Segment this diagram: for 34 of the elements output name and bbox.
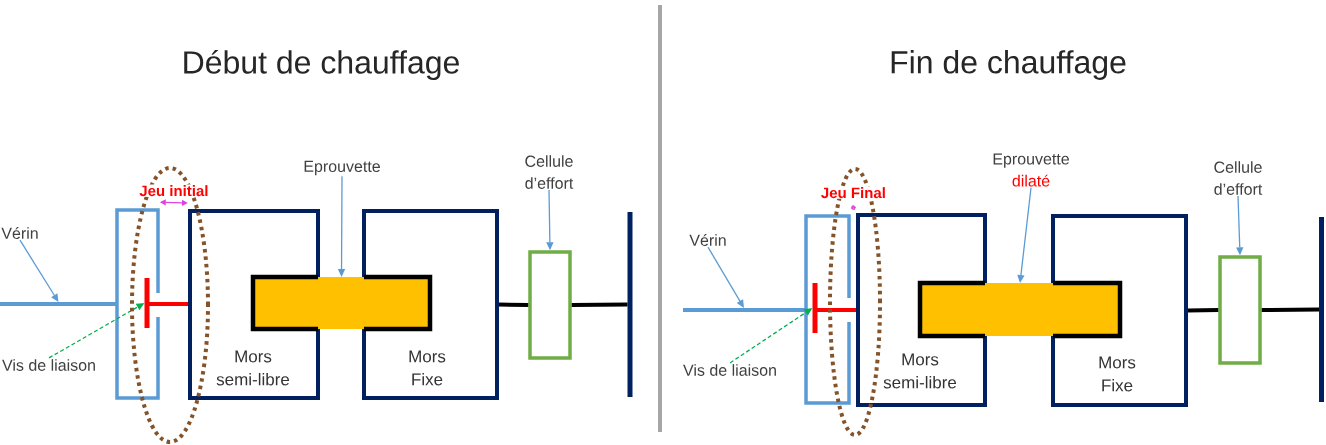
edge-label: Jeu Final [820,186,887,199]
load-cell [528,250,572,360]
connecting-rod [1187,308,1219,313]
edge-label: Jeu initial [138,184,209,197]
part-label: Cellule d’effort [1214,161,1263,195]
double-arrow [850,205,856,211]
fixed-support [1319,217,1324,402]
part-label: Vis de liaison [2,359,95,371]
grip-jaw: Mors semi-libre [188,209,320,400]
grip-jaw: Mors Fixe [362,209,499,400]
grip-jaw: Mors Fixe [1051,214,1188,407]
panel-heading: Fin de chauffage [891,50,1126,80]
test-specimen [253,277,430,329]
part-label: Vérin [689,234,726,246]
leader-arrow [707,246,744,308]
load-cell [1218,255,1262,365]
connecting-rod [571,302,628,307]
panel-heading: Début de chauffage [184,49,459,81]
screw [812,283,856,333]
part-label: Eprouvette [304,160,380,176]
fixed-support [627,212,633,397]
screw [144,278,188,328]
coupling-housing [804,214,851,405]
connecting-rod [498,302,529,307]
coupling-housing [115,208,160,400]
test-specimen [920,283,1120,336]
leader-arrow [1017,187,1032,283]
leader-arrow [19,239,59,302]
part-label: Vérin [1,227,38,239]
part-label: Eprouvette dilaté [993,153,1069,187]
connecting-rod [1261,307,1320,312]
part-label: Cellule d’effort [525,155,574,189]
grip-jaw: Mors semi-libre [856,213,987,407]
part-label: Vis de liaison [683,364,776,376]
